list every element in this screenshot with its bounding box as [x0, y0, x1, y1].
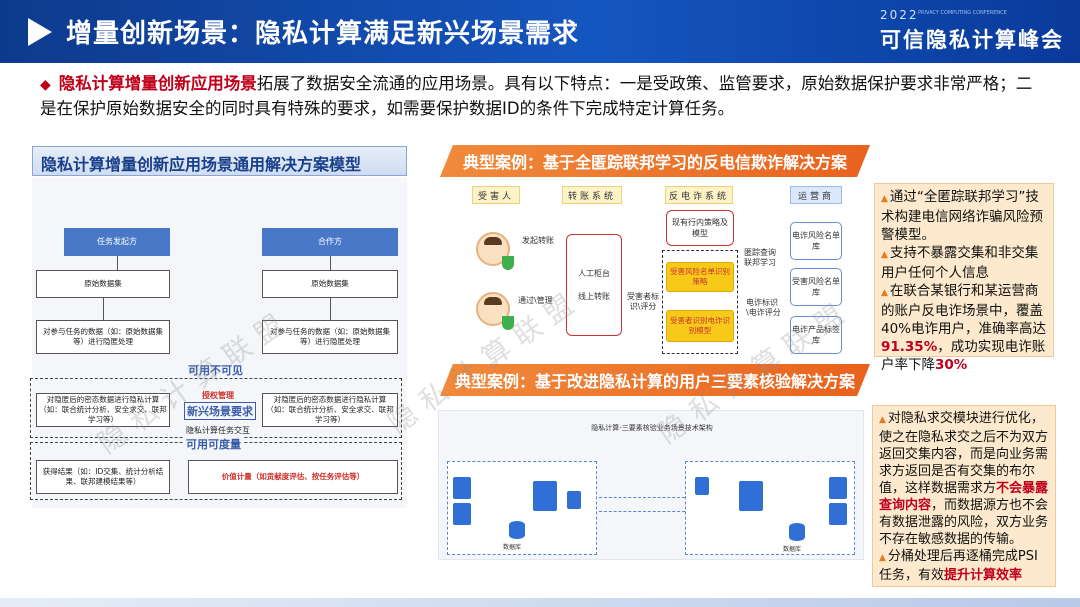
case2-note-2: ，而数据源方也不会有数据泄露的风险，双方业务不存在敏感数据的传输。: [879, 498, 1049, 547]
arrow-line: [330, 256, 331, 270]
case2-note-highlight-1: 不会暴露查询内容: [879, 481, 1049, 513]
right-party-frame: [685, 461, 855, 555]
victim-tag-label: 受害者标识\评分: [627, 292, 659, 311]
hide-data-left: 对参与任务的数据（如：原始数据集等）进行隐匿处理: [36, 320, 170, 354]
module-icon: [453, 477, 471, 499]
initiator-box: 任务发起方: [64, 228, 170, 256]
database-icon: [789, 523, 805, 541]
case2-banner: 典型案例：基于改进隐私计算的用户三要素核验解决方案: [440, 364, 870, 396]
db-right-label: 数据库: [783, 546, 802, 553]
lane-transfer: 转账系统: [562, 186, 622, 204]
case2-diagram-title: 隐私计算-三要素核验业务场景技术架构: [591, 424, 713, 432]
label-invisible: 可用不可见: [186, 362, 245, 378]
case1-banner: 典型案例：基于全匿踪联邦学习的反电信欺诈解决方案: [440, 145, 870, 177]
send-transfer-label: 发起转账: [522, 236, 554, 245]
label-authorize: 授权管理: [200, 390, 236, 401]
hide-data-right: 对参与任务的数据（如：原始数据集等）进行隐匿处理: [262, 320, 398, 354]
case2-diagram: 隐私计算-三要素核验业务场景技术架构 数据库 数据库: [438, 410, 864, 560]
arrow-line: [117, 256, 118, 270]
bullet-icon: ▲: [881, 288, 888, 298]
victim-model-box: 受害者识别电诈识别模型: [666, 310, 734, 342]
label-new-requirement: 新兴场景要求: [184, 402, 256, 420]
label-interaction: 隐私计算任务交互: [186, 426, 250, 435]
module-icon: [453, 503, 471, 525]
raw-data-right: 原始数据集: [262, 270, 398, 298]
risk-list-box-2: 受害风险名单库: [790, 268, 842, 306]
bullet-icon: ▲: [881, 194, 888, 204]
connector-line: [599, 497, 685, 498]
module-icon: [695, 477, 709, 495]
case2-note-3: 分桶处理后再逐桶完成PSI任务，有效: [879, 549, 1038, 583]
shield-icon: [502, 256, 514, 270]
left-panel-title: 隐私计算增量创新应用场景通用解决方案模型: [32, 146, 407, 176]
value-box: 价值计量（如贡献度评估、按任务评估等）: [188, 460, 398, 494]
case2-note-1: 对隐私求交模块进行优化，使之在隐私求交之后不为双方返回交集内容，而是向业务需求方…: [879, 411, 1049, 496]
intro-paragraph: ◆ 隐私计算增量创新应用场景拓展了数据安全流通的应用场景。具有以下特点：一是受政策…: [40, 72, 1040, 120]
anti-fraud-frame: [662, 250, 738, 354]
counter-label: 人工柜台: [578, 269, 610, 278]
logo-name: 可信隐私计算峰会: [880, 28, 1064, 52]
case1-note-drop: 30%: [935, 357, 968, 373]
intro-highlight: 隐私计算增量创新应用场景: [58, 74, 257, 93]
pass-control-label: 通过\管理: [518, 296, 553, 305]
header-bar: 增量创新场景：隐私计算满足新兴场景需求 2022 PRIVACY COMPUTI…: [0, 0, 1080, 63]
case1-note-accuracy: 91.35%: [881, 339, 938, 355]
logo-subtitle: PRIVACY COMPUTING CONFERENCE: [918, 10, 1007, 16]
module-icon: [829, 503, 847, 525]
connector-line: [599, 511, 685, 512]
fraud-tag-label: 电诈标识\电诈评分: [746, 298, 781, 317]
case2-notes: ▲对隐私求交模块进行优化，使之在隐私求交之后不为双方返回交集内容，而是向业务需求…: [872, 405, 1056, 587]
bottom-bar: [0, 598, 1080, 607]
result-box: 获得结果（如：ID交集、统计分析结果、联邦建模结果等）: [36, 460, 170, 494]
compute-left: 对隐匿后的密态数据进行隐私计算（如：联合统计分析、安全求交、联邦学习等）: [36, 393, 170, 427]
intro-text: 拓展了数据安全流通的应用场景。具有以下特点：一是受政策、监管要求，原始数据保护要…: [40, 74, 1033, 118]
compute-right: 对隐匿后的密态数据进行隐私计算（如：联合统计分析、安全求交、联邦学习等）: [262, 393, 398, 427]
shield-icon: [502, 316, 514, 330]
module-icon: [533, 481, 557, 511]
existing-model-box: 现有行内策略及模型: [666, 210, 734, 246]
label-measurable: 可用可度量: [184, 436, 243, 452]
db-left-label: 数据库: [503, 544, 522, 551]
victim-list-box: 受害风险名单识别策略: [666, 262, 734, 292]
product-tag-box: 电诈产品标签库: [790, 316, 842, 354]
arrow-line: [103, 298, 104, 320]
risk-list-box-1: 电诈风险名单库: [790, 222, 842, 260]
lane-victim: 受害人: [472, 186, 520, 204]
lane-anti-fraud: 反电诈系统: [665, 186, 733, 204]
partner-box: 合作方: [262, 228, 398, 256]
page-title: 增量创新场景：隐私计算满足新兴场景需求: [66, 19, 580, 49]
case1-note-4: ，成功实现电诈账户率下降: [881, 339, 1046, 373]
case1-note-1: 通过“全匿踪联邦学习”技术构建电信网络诈骗风险预警模型。: [881, 189, 1043, 243]
online-label: 线上转账: [578, 292, 610, 301]
lane-operator: 运营商: [790, 186, 842, 204]
bullet-icon: ▲: [881, 250, 888, 260]
play-arrow-icon: [28, 18, 52, 46]
raw-data-left: 原始数据集: [36, 270, 170, 298]
hidden-query-label: 匿踪查询联邦学习: [744, 248, 776, 267]
case1-note-3: 在联合某银行和某运营商的账户反电诈场景中，覆盖40%电诈用户，准确率高达: [881, 283, 1047, 337]
module-icon: [567, 491, 581, 509]
database-icon: [509, 521, 525, 539]
bullet-icon: ▲: [879, 553, 886, 563]
arrow-line: [330, 298, 331, 320]
case1-note-2: 支持不暴露交集和非交集用户任何个人信息: [881, 245, 1039, 281]
logo-year: 2022: [880, 8, 919, 22]
module-icon: [829, 477, 847, 499]
transfer-system-box: 人工柜台 线上转账: [566, 234, 622, 336]
module-icon: [739, 481, 763, 511]
diamond-bullet-icon: ◆: [40, 77, 51, 93]
case1-notes: ▲通过“全匿踪联邦学习”技术构建电信网络诈骗风险预警模型。 ▲支持不暴露交集和非…: [874, 183, 1054, 373]
bullet-icon: ▲: [879, 415, 886, 425]
case2-note-highlight-2: 提升计算效率: [944, 568, 1023, 583]
